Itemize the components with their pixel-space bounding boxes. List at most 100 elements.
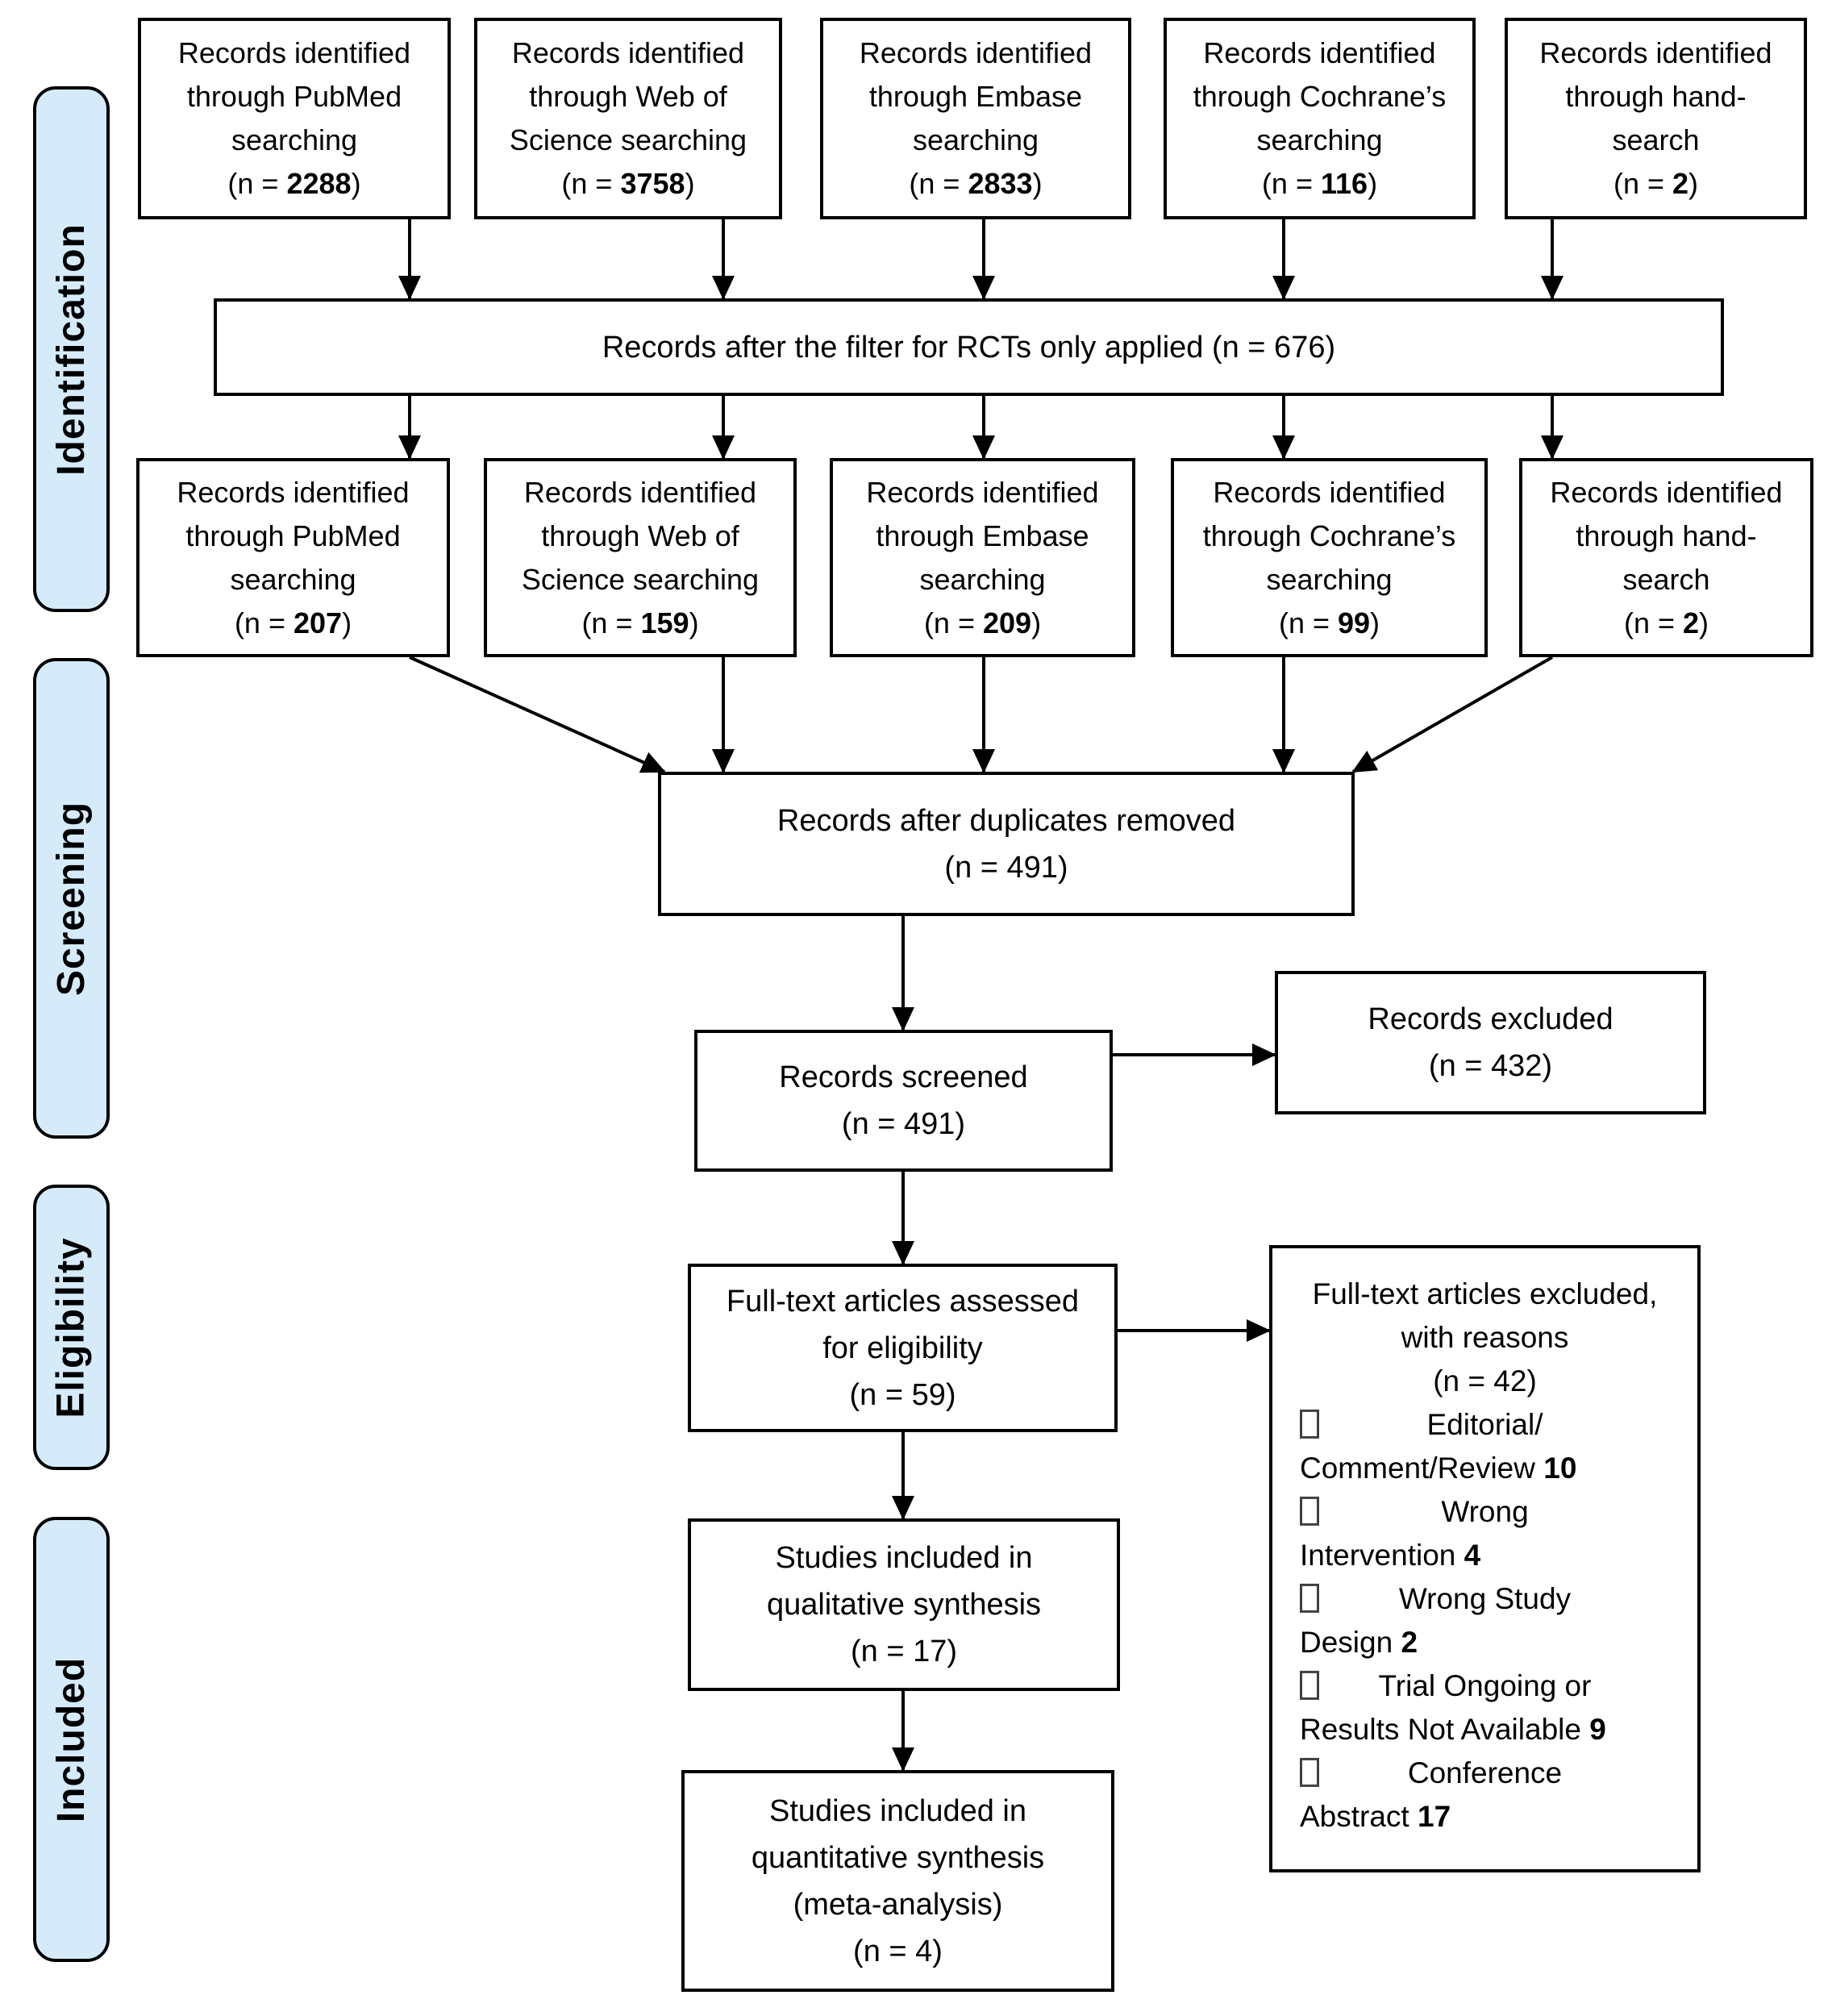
text-line: Science searching — [521, 562, 760, 596]
stage-label: Eligibility — [50, 1236, 94, 1418]
empty-checkbox-glyph — [1300, 1757, 1319, 1787]
text-line: through hand- — [1565, 80, 1747, 113]
empty-checkbox-glyph — [1300, 1409, 1319, 1439]
text-line: through Embase — [876, 519, 1089, 552]
text-line: (n = 42) — [1433, 1364, 1537, 1397]
text-line: (n = 491) — [841, 1107, 966, 1141]
text-line: (n = 4) — [853, 1934, 943, 1968]
text-line: searching — [912, 123, 1039, 156]
text-line: Records identified — [511, 36, 745, 69]
box-records-screened: Records screened (n = 491) — [694, 1030, 1113, 1172]
text-line: searching — [1266, 562, 1393, 596]
text-line: (n = 432) — [1428, 1049, 1553, 1083]
box-qualitative-synthesis: Studies included in qualitative synthesis… — [688, 1518, 1120, 1691]
box-records-after-rct-filter: Records after the filter for RCTs only a… — [214, 298, 1724, 396]
text-line: Results Not Available 9 — [1300, 1713, 1606, 1746]
box-filtered-records-web-of-science: Records identified through Web of Science … — [484, 458, 797, 657]
text-line: Records identified — [523, 475, 757, 509]
text-line: Records after the filter for RCTs only a… — [602, 330, 1336, 364]
text-line: (n = 2) — [1623, 606, 1709, 639]
text-line: qualitative synthesis — [766, 1588, 1042, 1622]
text-line: (n = 207) — [234, 606, 352, 639]
text-line: through Embase — [868, 80, 1083, 113]
stage-band-screening: Screening — [33, 658, 110, 1139]
box-records-excluded: Records excluded (n = 432) — [1275, 971, 1706, 1114]
text-line: for eligibility — [822, 1331, 983, 1365]
text-line: Wrong — [1300, 1490, 1670, 1534]
stage-band-included: Included — [33, 1517, 110, 1962]
text-line: Full-text articles assessed — [726, 1284, 1080, 1318]
text-line: Records screened — [779, 1060, 1028, 1094]
text-line: Conference — [1300, 1752, 1670, 1795]
box-records-after-duplicates-removed: Records after duplicates removed (n = 491… — [658, 772, 1355, 916]
empty-checkbox-glyph — [1300, 1670, 1319, 1700]
box-filtered-records-cochrane: Records identified through Cochrane’s sear… — [1171, 458, 1488, 657]
stage-label: Identification — [50, 223, 94, 476]
text-line: through Web of — [529, 80, 727, 113]
text-line: with reasons — [1401, 1321, 1569, 1354]
text-line: Editorial/ — [1300, 1403, 1670, 1447]
text-line: through Web of — [541, 519, 739, 552]
empty-checkbox-glyph — [1300, 1583, 1319, 1613]
text-line: Records identified — [1203, 36, 1436, 69]
text-line: Science searching — [509, 123, 747, 156]
text-line: (n = 3758) — [561, 167, 695, 200]
box-full-text-assessed: Full-text articles assessed for eligibili… — [688, 1264, 1118, 1432]
text-line: through Cochrane’s — [1202, 519, 1456, 552]
box-records-identified-cochrane: Records identified through Cochrane’s sear… — [1164, 18, 1476, 219]
text-line: searching — [919, 562, 1046, 596]
text-line: Intervention 4 — [1300, 1539, 1481, 1572]
empty-checkbox-glyph — [1300, 1496, 1319, 1526]
text-line: Studies included in — [769, 1793, 1026, 1828]
text-line: search — [1612, 123, 1700, 156]
stage-label: Screening — [50, 801, 94, 996]
text-line: Records excluded — [1368, 1002, 1613, 1036]
text-line: (n = 209) — [923, 606, 1042, 639]
text-line: Trial Ongoing or — [1300, 1664, 1670, 1708]
stage-label: Included — [50, 1656, 93, 1822]
text-line: (n = 2288) — [227, 167, 361, 200]
text-line: search — [1622, 562, 1710, 596]
text-line: through Cochrane’s — [1193, 80, 1447, 113]
text-line: (n = 59) — [849, 1377, 956, 1412]
text-line: searching — [230, 562, 356, 596]
box-records-identified-hand-search: Records identified through hand-search (n … — [1505, 18, 1807, 219]
box-filtered-records-embase: Records identified through Embase searchin… — [830, 458, 1135, 657]
text-line: (n = 116) — [1261, 167, 1378, 200]
text-line: through PubMed — [185, 519, 401, 552]
box-full-text-excluded-reasons: Full-text articles excluded, with reasons… — [1269, 1245, 1701, 1872]
text-line: through hand- — [1576, 519, 1757, 552]
box-records-identified-web-of-science: Records identified through Web of Science … — [474, 18, 782, 219]
text-line: Records identified — [1550, 475, 1783, 509]
text-line: through PubMed — [186, 80, 402, 113]
text-line: Records identified — [859, 36, 1093, 69]
text-line: Studies included in — [775, 1541, 1033, 1575]
text-line: Comment/Review 10 — [1300, 1452, 1577, 1485]
text-line: (meta-analysis) — [793, 1887, 1003, 1922]
text-line: Records identified — [1213, 475, 1446, 509]
box-filtered-records-hand-search: Records identified through hand-search (n … — [1519, 458, 1813, 657]
text-line: Records after duplicates removed — [777, 803, 1236, 838]
text-line: (n = 2833) — [909, 167, 1043, 200]
text-line: searching — [231, 123, 358, 156]
box-records-identified-embase: Records identified through Embase searchin… — [820, 18, 1131, 219]
stage-band-eligibility: Eligibility — [33, 1185, 110, 1470]
stage-band-identification: Identification — [33, 86, 110, 612]
text-line: Records identified — [866, 475, 1099, 509]
text-line: (n = 99) — [1278, 606, 1380, 639]
text-line: (n = 159) — [581, 606, 699, 639]
text-line: Wrong Study — [1300, 1577, 1670, 1621]
text-line: Design 2 — [1300, 1626, 1418, 1659]
text-line: Abstract 17 — [1300, 1800, 1451, 1833]
text-line: Full-text articles excluded, — [1312, 1277, 1658, 1310]
text-line: (n = 2) — [1613, 167, 1699, 200]
text-line: (n = 491) — [944, 850, 1068, 885]
text-line: Records identified — [1539, 36, 1772, 69]
text-line: searching — [1256, 123, 1383, 156]
text-line: (n = 17) — [850, 1635, 958, 1668]
